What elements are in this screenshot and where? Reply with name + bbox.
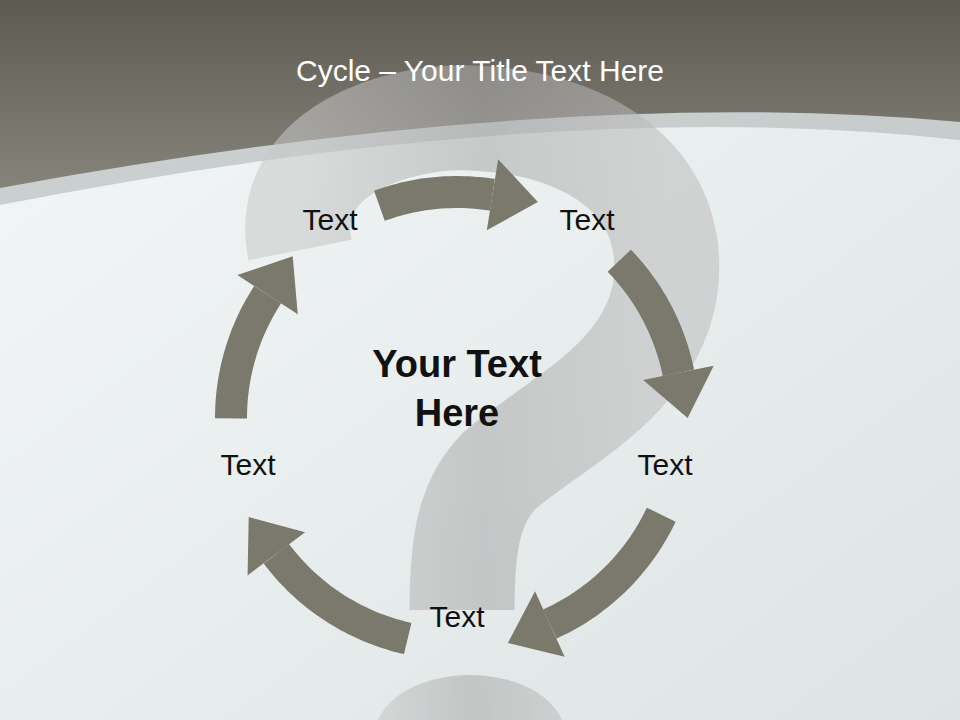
question-curve [298, 118, 667, 610]
center-text: Your Text Here [342, 340, 572, 439]
cycle-step: Text [423, 596, 490, 639]
arrow-body [379, 192, 492, 206]
arrow-body [619, 261, 678, 373]
question-dot [375, 675, 565, 720]
step-text: Text [637, 448, 692, 483]
cycle-step: Text [631, 444, 698, 487]
arrow-head [237, 256, 297, 314]
cycle-step: Text [214, 444, 281, 487]
arrow-head [508, 591, 565, 657]
step-text: Text [559, 203, 614, 238]
cycle-arrow [231, 256, 298, 418]
cycle-arrow [508, 515, 661, 657]
cycle-arrow [248, 517, 408, 639]
step-text: Text [302, 203, 357, 238]
arrow-body [276, 554, 407, 639]
step-text: Text [429, 600, 484, 635]
step-text: Text [220, 448, 275, 483]
cycle-step: Text [296, 199, 363, 242]
arrow-body [550, 515, 661, 624]
cycle-arrow [379, 159, 537, 230]
arrow-head [487, 159, 538, 230]
arrow-head [248, 517, 306, 575]
slide-title: Cycle – Your Title Text Here [0, 54, 960, 88]
cycle-step: Text [553, 199, 620, 242]
arrow-head [643, 366, 714, 418]
cycle-arrow [619, 261, 713, 418]
arrow-body [231, 295, 268, 419]
